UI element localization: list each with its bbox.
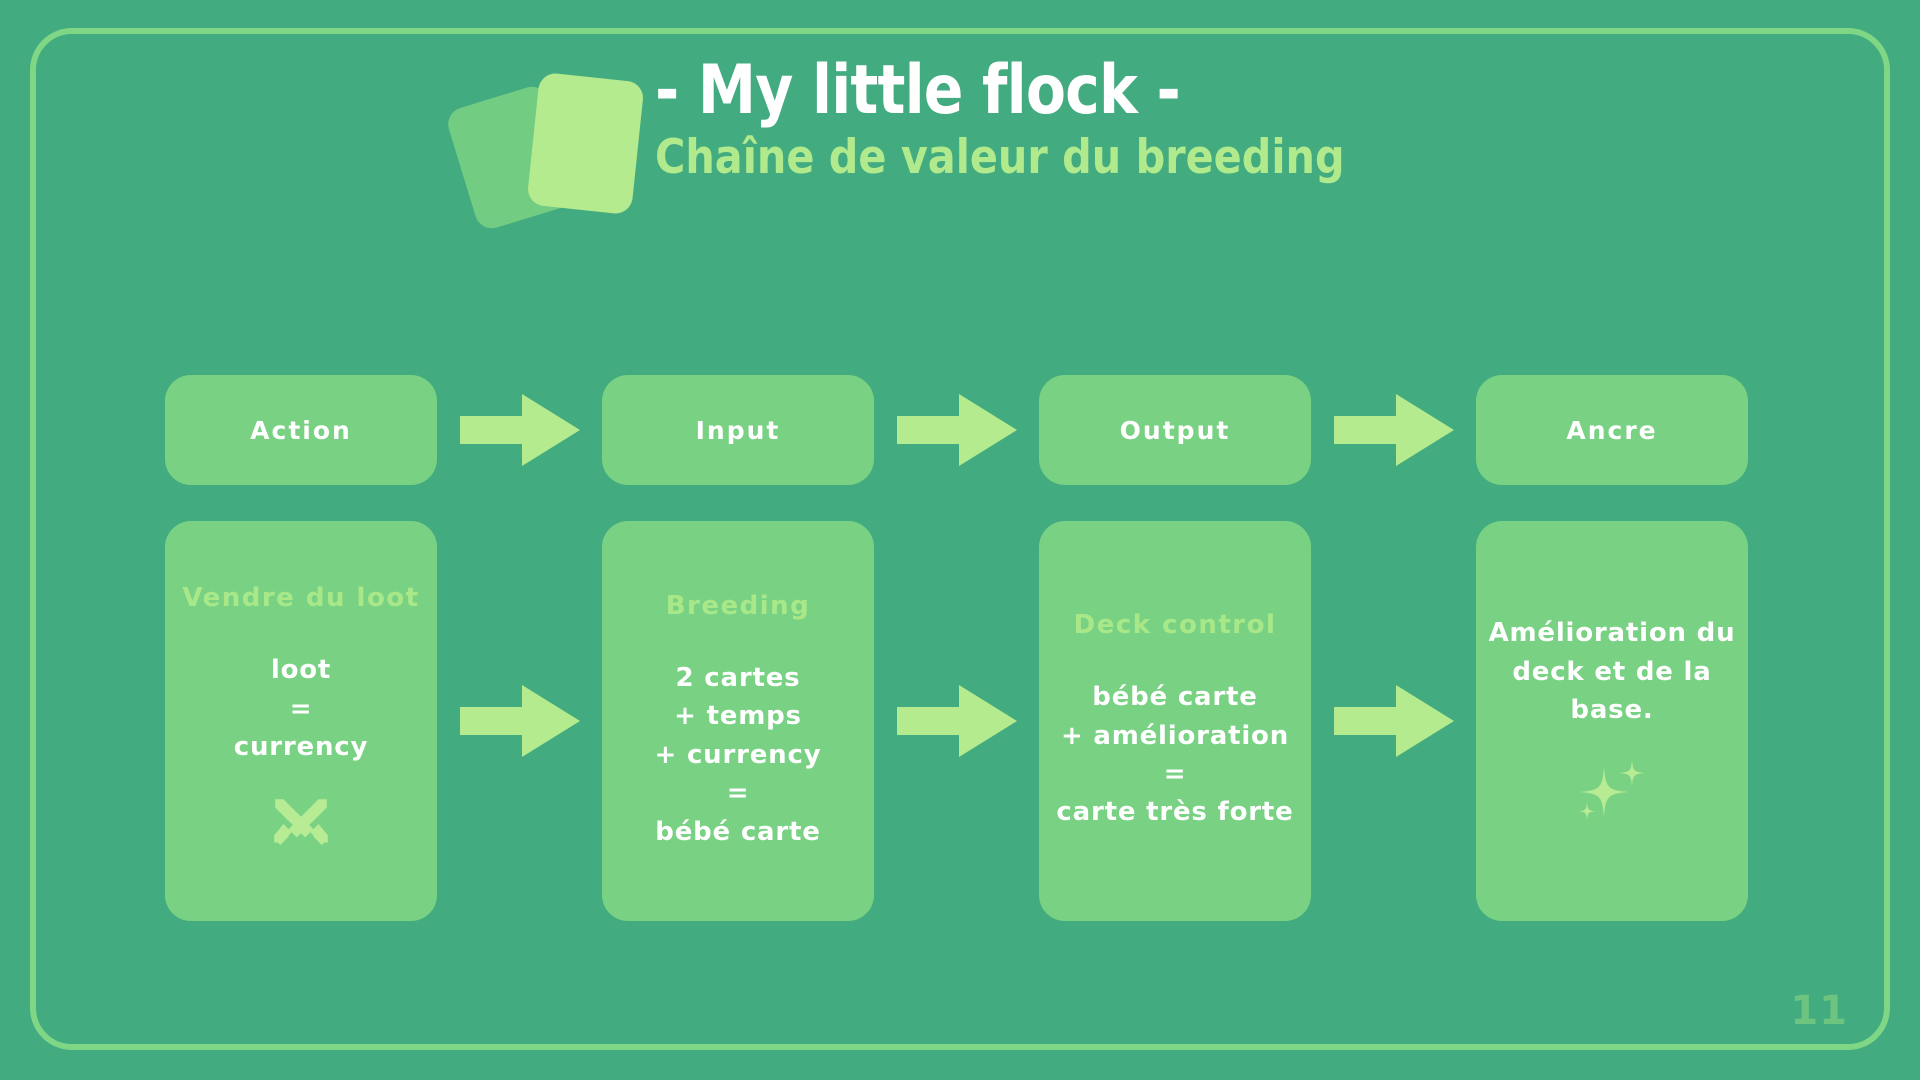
sparkles-icon xyxy=(1574,756,1650,828)
flow-head-label: Ancre xyxy=(1566,415,1658,445)
flow-arrow-body-2 xyxy=(897,685,1017,757)
flow-head-label: Input xyxy=(695,415,781,445)
flow-body-line: = xyxy=(289,693,313,724)
flow-head-label: Action xyxy=(250,415,352,445)
flow-head-box-action[interactable]: Action xyxy=(165,375,437,485)
flow-arrow-head-1 xyxy=(460,394,580,466)
flow-body-title: Vendre du loot xyxy=(182,583,420,614)
flow-body-lines: Amélioration du deck et de la base. xyxy=(1489,614,1736,729)
flow-body-lines: bébé carte + amélioration = carte très f… xyxy=(1056,678,1293,832)
crossed-swords-icon xyxy=(268,793,334,859)
page-title: - My little flock - xyxy=(655,51,1181,130)
flow-body-line: = xyxy=(726,778,750,809)
page-subtitle: Chaîne de valeur du breeding xyxy=(655,130,1345,186)
flow-body-box-ancre[interactable]: Amélioration du deck et de la base. xyxy=(1476,521,1748,921)
page-number: 11 xyxy=(1790,988,1848,1034)
flow-arrow-head-3 xyxy=(1334,394,1454,466)
slide-header: - My little flock - Chaîne de valeur du … xyxy=(443,55,1455,233)
flow-body-title: Breeding xyxy=(665,590,811,621)
flow-arrow-body-3 xyxy=(1334,685,1454,757)
logo-card-front-icon xyxy=(526,71,645,216)
flow-body-line: + amélioration xyxy=(1060,720,1290,751)
flow-body-line: carte très forte xyxy=(1056,797,1294,828)
value-chain-flow: Action Vendre du loot loot = currency xyxy=(165,375,1755,935)
flow-body-lines: loot = currency xyxy=(234,651,368,766)
flow-body-line: bébé carte xyxy=(1092,682,1258,713)
flow-body-line: currency xyxy=(233,732,369,763)
flow-arrow-head-2 xyxy=(897,394,1017,466)
flow-body-line: deck et de la xyxy=(1512,656,1712,687)
flow-head-box-ancre[interactable]: Ancre xyxy=(1476,375,1748,485)
flow-body-line: Amélioration du xyxy=(1488,618,1736,649)
flow-body-line: 2 cartes xyxy=(675,662,801,693)
header-titles: - My little flock - Chaîne de valeur du … xyxy=(655,55,1455,184)
flow-body-box-output[interactable]: Deck control bébé carte + amélioration =… xyxy=(1039,521,1311,921)
stacked-cards-logo xyxy=(443,65,650,233)
flow-body-line: + currency xyxy=(654,739,822,770)
flow-body-line: loot xyxy=(270,655,332,686)
flow-body-box-action[interactable]: Vendre du loot loot = currency xyxy=(165,521,437,921)
flow-head-box-input[interactable]: Input xyxy=(602,375,874,485)
flow-body-line: = xyxy=(1163,759,1187,789)
flow-body-line: bébé carte xyxy=(655,816,821,847)
flow-body-line: + temps xyxy=(674,701,802,732)
flow-body-lines: 2 cartes + temps + currency = bébé carte xyxy=(655,659,822,851)
flow-body-box-input[interactable]: Breeding 2 cartes + temps + currency = b… xyxy=(602,521,874,921)
flow-body-title: Deck control xyxy=(1073,610,1277,641)
flow-arrow-body-1 xyxy=(460,685,580,757)
flow-head-box-output[interactable]: Output xyxy=(1039,375,1311,485)
flow-body-line: base. xyxy=(1570,695,1654,726)
flow-head-label: Output xyxy=(1119,415,1231,445)
